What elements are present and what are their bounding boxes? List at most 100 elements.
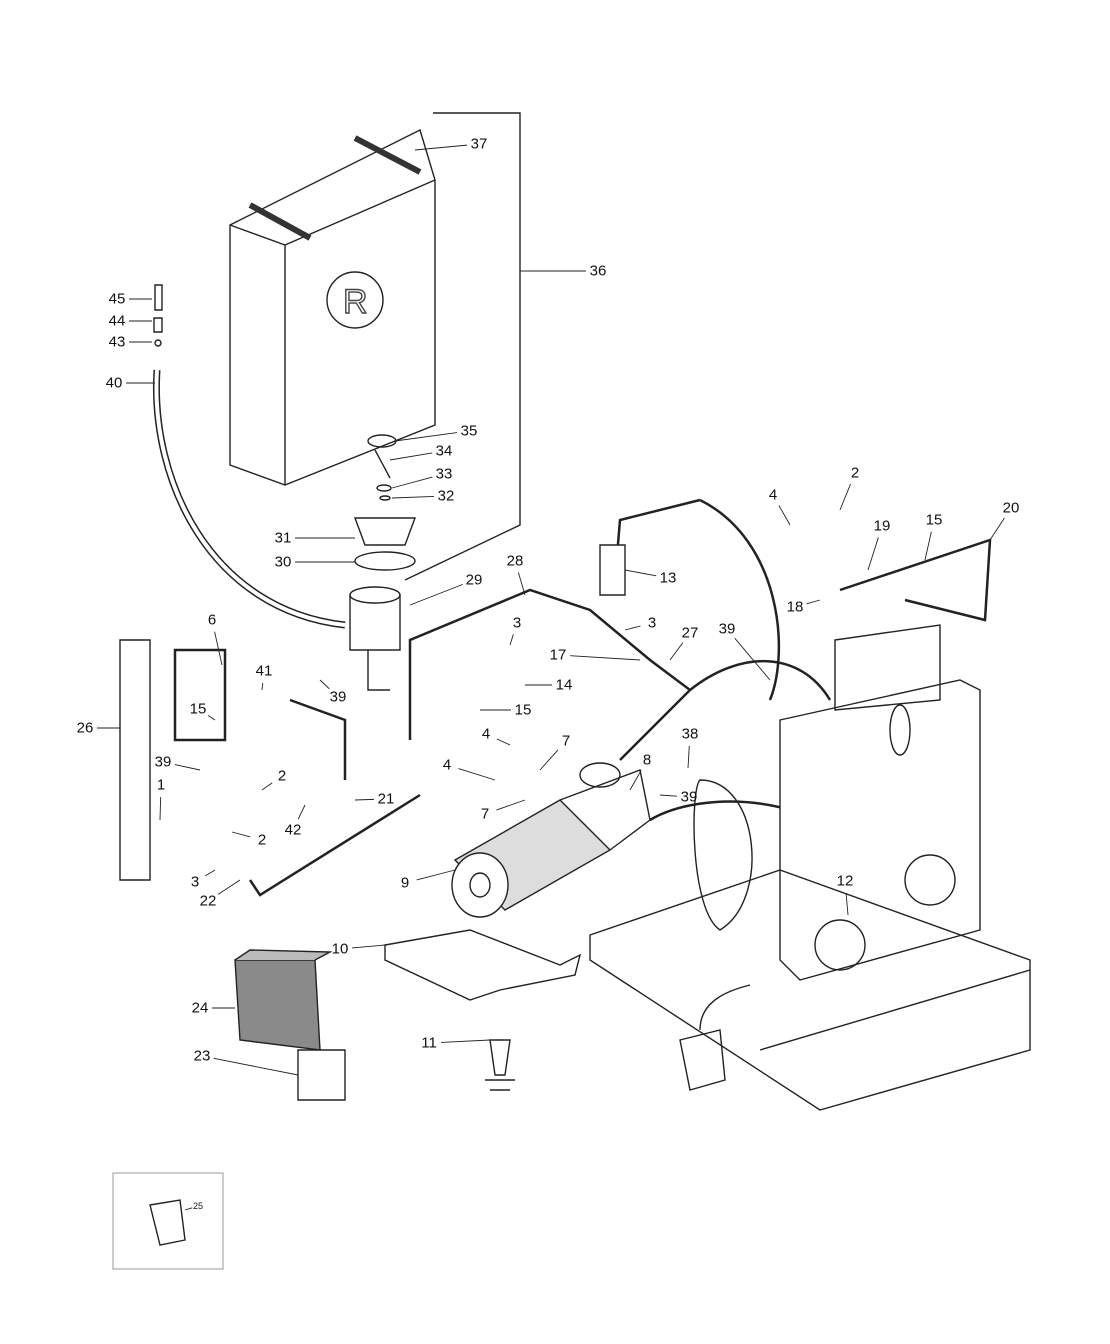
part-callout-28: 28 xyxy=(506,552,524,570)
leader-line-33 xyxy=(391,476,433,489)
part-callout-17: 17 xyxy=(549,646,567,664)
hose-end-parts xyxy=(153,284,163,333)
part-callout-27: 27 xyxy=(681,624,699,642)
leader-line-37 xyxy=(414,144,468,151)
part-callout-33: 33 xyxy=(435,465,453,483)
bracket-26 xyxy=(119,639,151,881)
part-callout-7: 7 xyxy=(561,732,571,750)
part-callout-12: 12 xyxy=(836,872,854,890)
part-callout-44: 44 xyxy=(108,312,126,330)
part-callout-42: 42 xyxy=(284,821,302,839)
part-callout-21: 21 xyxy=(377,790,395,808)
leader-line-13 xyxy=(624,569,657,577)
leader-line-15 xyxy=(924,531,932,561)
leader-line-42 xyxy=(297,804,306,820)
part-callout-8: 8 xyxy=(642,751,652,769)
tank-valve-parts xyxy=(349,434,417,691)
pipes xyxy=(173,498,992,897)
arrow-curve xyxy=(699,984,751,1031)
pump-bracket-10 xyxy=(384,929,582,1001)
leader-line-18 xyxy=(806,599,821,605)
leader-line-15 xyxy=(207,715,216,721)
leader-line-11 xyxy=(440,1039,491,1043)
part-callout-3: 3 xyxy=(190,873,200,891)
part-callout-19: 19 xyxy=(873,517,891,535)
relay-bracket-23 xyxy=(297,1049,346,1101)
part-callout-18: 18 xyxy=(786,598,804,616)
part-callout-25: 25 xyxy=(192,1201,204,1211)
part-callout-22: 22 xyxy=(199,892,217,910)
capacitor xyxy=(679,1029,726,1091)
part-callout-37: 37 xyxy=(470,135,488,153)
part-callout-30: 30 xyxy=(274,553,292,571)
leader-line-12 xyxy=(845,892,849,916)
part-callout-2: 2 xyxy=(850,464,860,482)
leader-line-23 xyxy=(213,1057,299,1076)
leader-line-28 xyxy=(517,572,526,596)
part-callout-4: 4 xyxy=(442,756,452,774)
part-callout-14: 14 xyxy=(555,676,573,694)
leader-line-4 xyxy=(458,768,496,781)
machine-chassis xyxy=(589,624,1031,1111)
inset-box xyxy=(112,1172,224,1270)
leader-line-41 xyxy=(261,682,264,691)
part-callout-4: 4 xyxy=(768,486,778,504)
part-callout-7: 7 xyxy=(480,805,490,823)
part-callout-2: 2 xyxy=(257,831,267,849)
leader-line-9 xyxy=(416,869,456,881)
leader-line-27 xyxy=(669,642,684,661)
part-callout-9: 9 xyxy=(400,874,410,892)
relay-box-24 xyxy=(234,959,321,1051)
part-callout-36: 36 xyxy=(589,262,607,280)
leader-line-8 xyxy=(629,770,642,791)
leader-line-32 xyxy=(391,495,435,499)
leader-line-39 xyxy=(659,794,678,797)
leader-line-39 xyxy=(174,764,201,771)
part-callout-1: 1 xyxy=(156,776,166,794)
leader-line-2 xyxy=(839,483,851,511)
leader-line-38 xyxy=(687,745,690,769)
leader-line-6 xyxy=(214,631,223,666)
part-callout-4: 4 xyxy=(481,725,491,743)
leader-line-20 xyxy=(989,517,1005,541)
part-callout-23: 23 xyxy=(193,1047,211,1065)
part-callout-11: 11 xyxy=(421,1034,437,1052)
part-callout-15: 15 xyxy=(189,700,207,718)
leader-line-2 xyxy=(231,831,251,838)
part-callout-3: 3 xyxy=(647,614,657,632)
leader-line-19 xyxy=(867,537,879,571)
part-callout-26: 26 xyxy=(76,719,94,737)
leader-line-3 xyxy=(624,625,641,631)
part-callout-15: 15 xyxy=(514,701,532,719)
part-callout-40: 40 xyxy=(105,374,123,392)
leader-line-22 xyxy=(217,879,241,895)
leader-line-34 xyxy=(389,452,433,461)
part-callout-41: 41 xyxy=(255,662,273,680)
leader-line-25 xyxy=(184,1207,193,1211)
tank-logo: R xyxy=(343,283,368,321)
leader-line-7 xyxy=(539,749,559,771)
part-callout-43: 43 xyxy=(108,333,126,351)
leader-line-35 xyxy=(394,432,458,442)
leader-line-3 xyxy=(205,869,216,877)
pressure-switch-13 xyxy=(599,544,626,596)
leader-line-4 xyxy=(496,738,511,746)
part-callout-35: 35 xyxy=(460,422,478,440)
leader-line-4 xyxy=(778,505,791,526)
pump-motor xyxy=(451,762,651,918)
inset-bracket-25 xyxy=(149,1199,186,1246)
leader-line-2 xyxy=(261,782,273,791)
part-callout-6: 6 xyxy=(207,611,217,629)
part-callout-31: 31 xyxy=(274,529,292,547)
leader-line-1 xyxy=(159,796,162,821)
leader-line-29 xyxy=(409,583,463,606)
part-callout-38: 38 xyxy=(681,725,699,743)
leader-line-3 xyxy=(509,634,514,646)
water-tank: R xyxy=(229,129,436,486)
part-callout-32: 32 xyxy=(437,487,455,505)
part-callout-15: 15 xyxy=(925,511,943,529)
part-callout-45: 45 xyxy=(108,290,126,308)
part-callout-13: 13 xyxy=(659,569,677,587)
